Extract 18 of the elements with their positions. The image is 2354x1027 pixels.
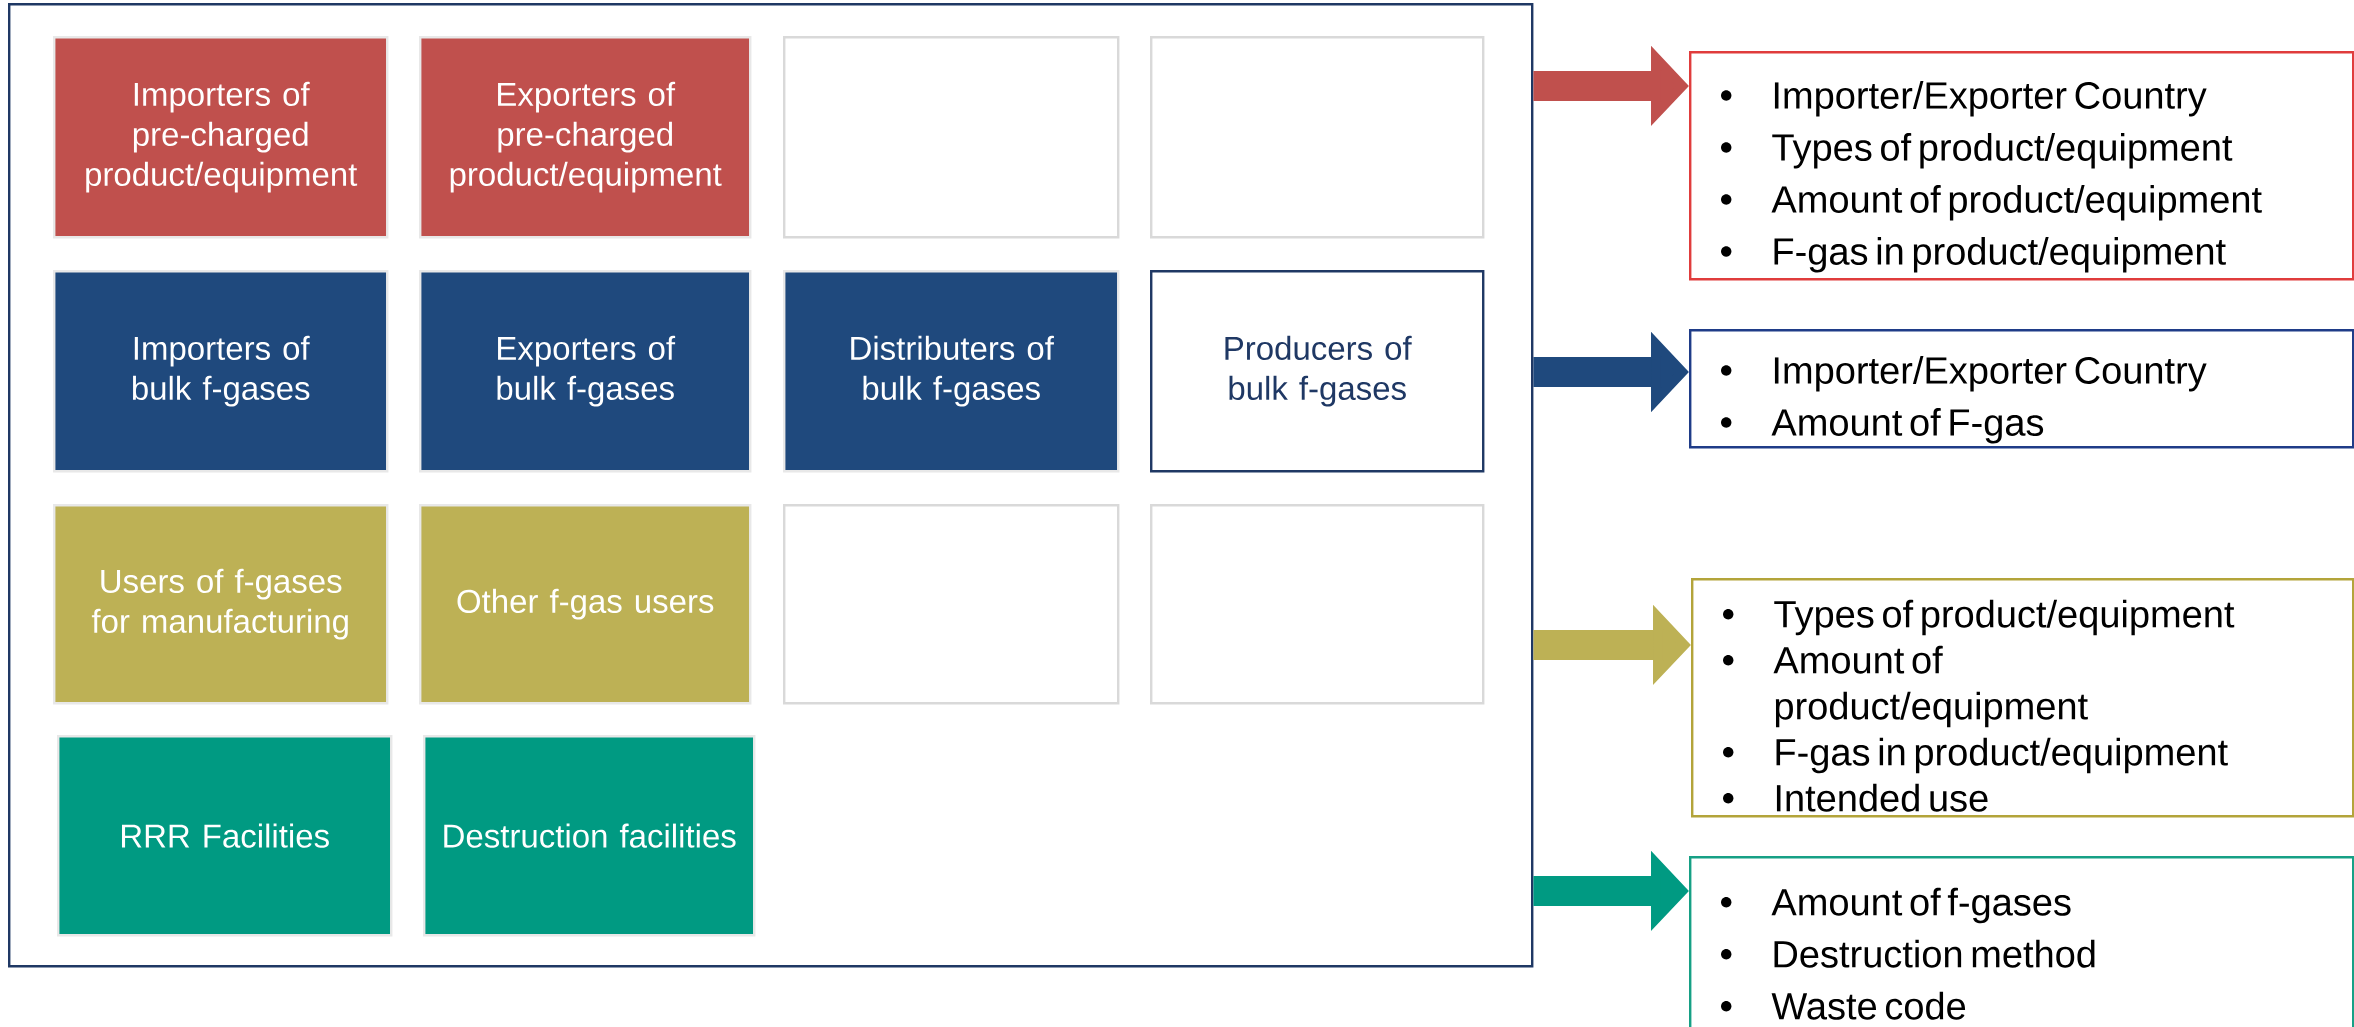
empty-box — [783, 504, 1120, 705]
category-box: Importers of pre-charged product/equipment — [53, 36, 389, 239]
bullet-list-box: Amount of f-gases Destruction method Waste code — [1689, 856, 2354, 1027]
category-box: Exporters of bulk f-gases — [419, 270, 752, 473]
category-box: RRR Facilities — [57, 735, 393, 937]
bullet-list-box: Importer/Exporter Country Amount of F-gas — [1689, 329, 2354, 449]
bullet-list-box: Types of product/equipment Amount of product/equipment F-gas in product/equipment Intended use — [1691, 578, 2354, 818]
empty-box — [783, 36, 1120, 239]
category-box: Other f-gas users — [419, 504, 752, 705]
category-box: Producers of bulk f-gases — [1150, 270, 1485, 473]
category-box: Exporters of pre-charged product/equipment — [419, 36, 752, 239]
category-box: Users of f-gases for manufacturing — [53, 504, 389, 705]
empty-box — [1150, 504, 1485, 705]
empty-box — [1150, 36, 1485, 239]
category-box: Importers of bulk f-gases — [53, 270, 389, 473]
category-box: Destruction facilities — [423, 735, 756, 937]
category-box: Distributers of bulk f-gases — [783, 270, 1120, 473]
bullet-list-box: Importer/Exporter Country Types of product/equipment Amount of product/equipment F-gas in product/equipment — [1689, 51, 2354, 281]
